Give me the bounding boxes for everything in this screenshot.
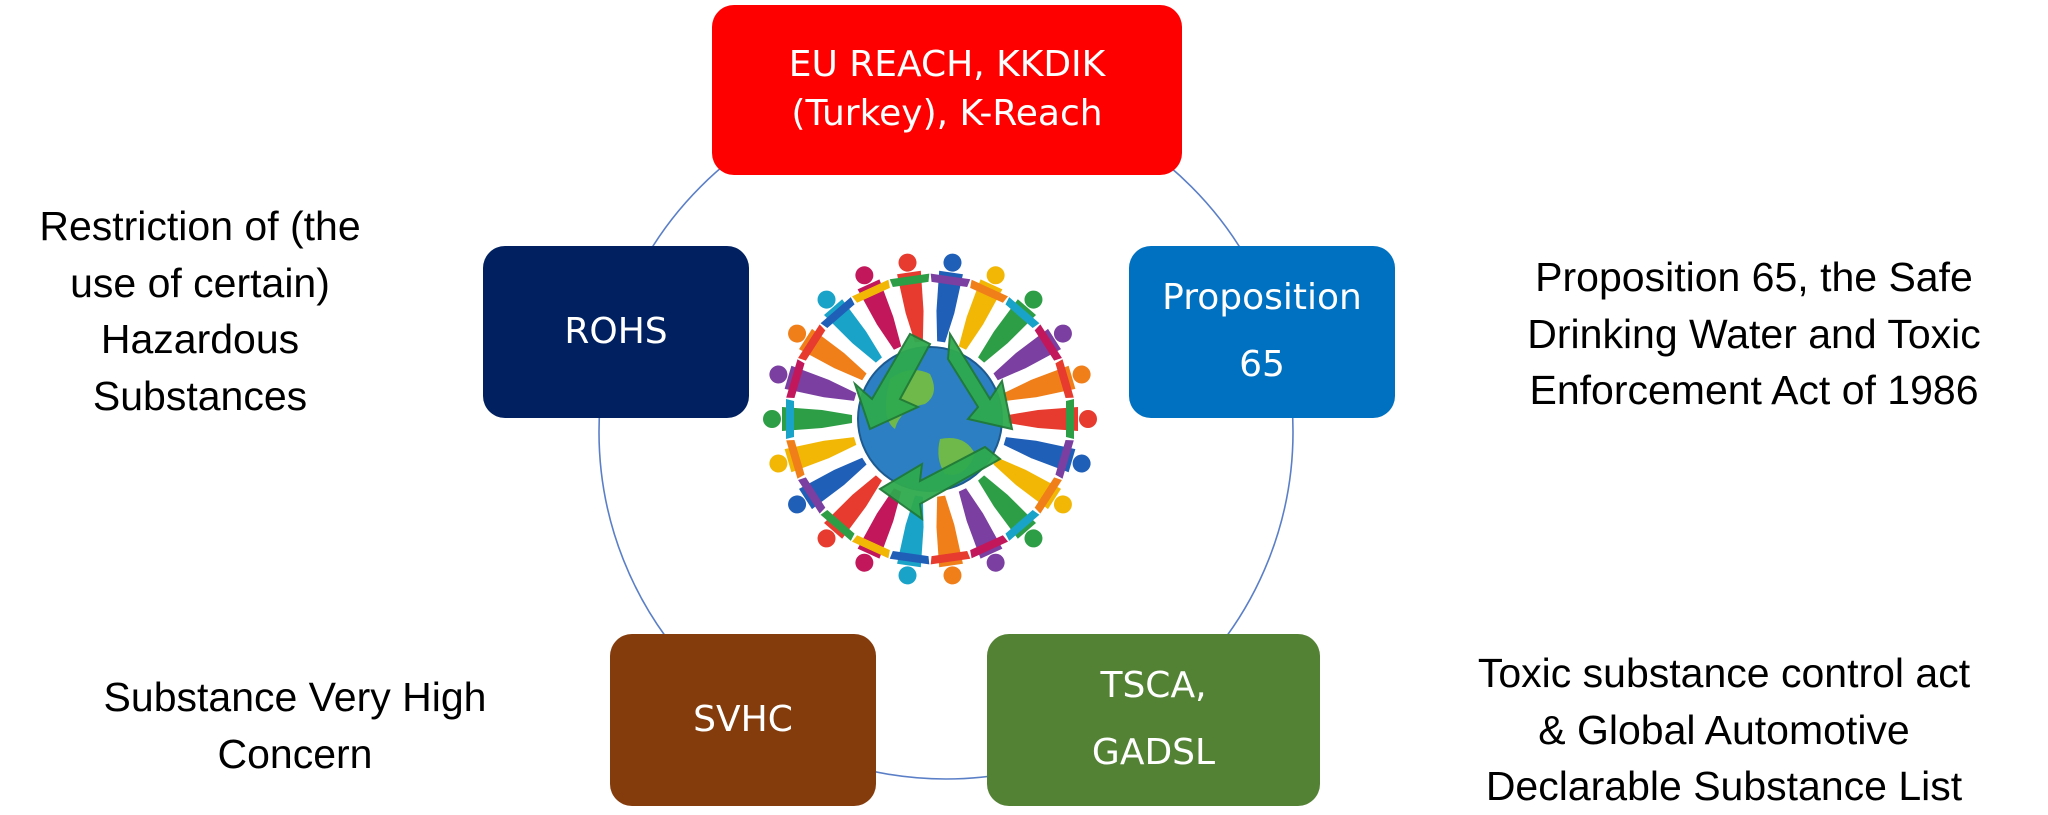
globe-recycle-people-icon [763,253,1097,585]
person-figure-icon [978,290,1043,363]
person-figure-icon [788,324,867,381]
eu-reach-line-1: EU REACH, KKDIK [788,44,1106,86]
tsca-gadsl-description-line-1: Toxic substance control act [1477,650,1971,696]
person-figure-icon [851,266,902,350]
person-figure-icon [958,266,1009,350]
svhc-description: Substance Very High Concern [40,669,550,782]
proposition-65-line-2: 65 [1239,344,1285,385]
rohs-description-line-2: use of certain) [70,259,330,306]
eu-reach-line-2: (Turkey), K-Reach [791,93,1103,134]
person-figure-icon [769,359,857,401]
person-figure-icon [930,495,971,585]
person-figure-icon [958,488,1009,572]
person-figure-icon [788,457,867,514]
person-figure-icon [1003,359,1091,401]
person-figure-icon [978,475,1043,548]
person-figure-icon [993,324,1072,381]
person-figure-icon [1008,399,1097,439]
rohs-box: ROHS [483,246,749,418]
proposition-65-description-line-2: Drinking Water and Toxic [1527,310,1981,357]
rohs-label: ROHS [564,310,668,352]
svhc-description-line-1: Substance Very High [103,674,487,720]
svhc-description-line-2: Concern [217,730,373,777]
person-figure-icon [769,437,857,479]
svhc-label: SVHC [693,698,793,740]
tsca-gadsl-description-line-3: Declarable Substance List [1485,763,1963,810]
eu-reach-box: EU REACH, KKDIK (Turkey), K-Reach [712,5,1182,175]
tsca-gadsl-description-line-2: & Global Automotive [1538,706,1910,753]
tsca-gadsl-box: TSCA, GADSL [987,634,1320,806]
proposition-65-box: Proposition 65 [1129,246,1395,418]
rohs-description: Restriction of (the use of certain) Haza… [0,198,400,424]
rohs-description-line-1: Restriction of (the [39,203,361,249]
proposition-65-description-line-1: Proposition 65, the Safe [1535,254,1973,300]
rohs-description-line-4: Substances [92,372,308,419]
tsca-gadsl-description: Toxic substance control act & Global Aut… [1400,645,2048,815]
proposition-65-line-1: Proposition [1162,277,1362,319]
rohs-description-line-3: Hazardous [100,316,300,363]
proposition-65-description-line-3: Enforcement Act of 1986 [1529,367,1979,414]
person-figure-icon [851,488,902,572]
person-figure-icon [817,290,882,363]
person-figure-icon [993,457,1072,514]
person-figure-icon [817,475,882,548]
person-figure-icon [1003,437,1091,479]
person-figure-icon [930,253,971,343]
proposition-65-description: Proposition 65, the Safe Drinking Water … [1460,249,2048,419]
person-figure-icon [763,399,852,439]
tsca-gadsl-line-2: GADSL [1091,732,1216,773]
svhc-box: SVHC [610,634,876,806]
person-figure-icon [889,253,930,343]
tsca-gadsl-line-1: TSCA, [1100,665,1207,707]
